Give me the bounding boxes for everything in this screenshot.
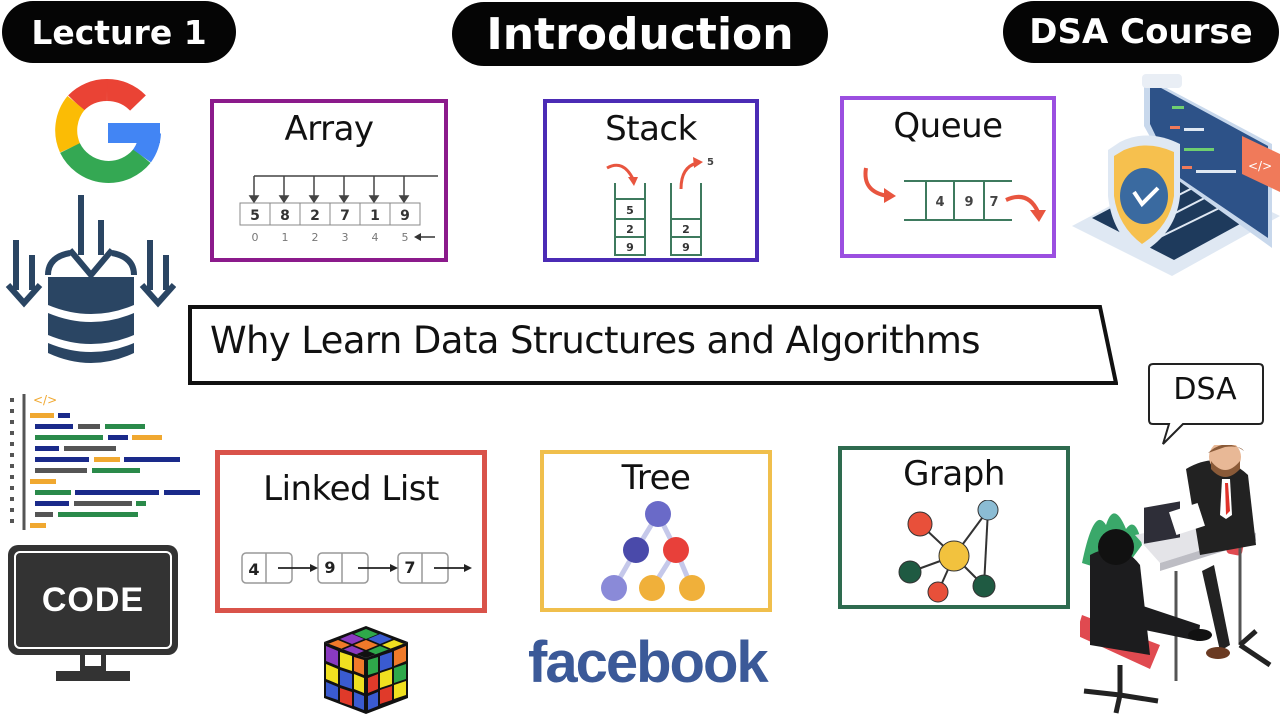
title-badge-label: Introduction bbox=[486, 8, 794, 60]
graph-diagram-icon bbox=[898, 500, 999, 603]
array-index: 2 bbox=[312, 231, 319, 244]
tree-title: Tree bbox=[621, 458, 691, 498]
graph-card: Graph bbox=[838, 446, 1070, 609]
stack-value: 9 bbox=[682, 241, 690, 254]
secure-laptop-icon: </> bbox=[1062, 66, 1280, 292]
code-editor-icon: </> bbox=[8, 390, 203, 530]
array-card: Array 5 8 2 7 1 9 0 1 2 3 4 5 bbox=[210, 99, 448, 262]
array-value: 1 bbox=[370, 208, 380, 224]
linked-list-card: Linked List 4 9 7 bbox=[215, 450, 487, 613]
stack-diagram-icon: 5 5 2 9 2 9 bbox=[606, 157, 714, 256]
interview-scene-icon bbox=[1076, 441, 1280, 715]
array-index: 4 bbox=[372, 231, 379, 244]
stack-card: Stack 5 5 2 9 2 9 bbox=[543, 99, 759, 262]
linked-list-title: Linked List bbox=[263, 469, 439, 509]
lecture-badge: Lecture 1 bbox=[2, 1, 236, 63]
course-badge-label: DSA Course bbox=[1029, 12, 1253, 52]
array-diagram-icon: 5 8 2 7 1 9 0 1 2 3 4 5 bbox=[239, 175, 438, 244]
queue-value: 4 bbox=[935, 195, 944, 210]
course-badge: DSA Course bbox=[1003, 1, 1279, 63]
code-monitor-icon: CODE bbox=[8, 545, 178, 685]
graph-title: Graph bbox=[903, 454, 1005, 494]
array-value: 2 bbox=[310, 208, 320, 224]
svg-text:</>: </> bbox=[1248, 159, 1272, 173]
stack-value: 2 bbox=[682, 223, 690, 236]
array-index: 3 bbox=[342, 231, 349, 244]
svg-text:</>: </> bbox=[33, 393, 57, 407]
title-badge: Introduction bbox=[452, 2, 828, 66]
stack-popped-value: 5 bbox=[707, 157, 714, 168]
queue-title: Queue bbox=[893, 106, 1003, 146]
linked-list-diagram-icon: 4 9 7 bbox=[241, 552, 472, 584]
stack-value: 5 bbox=[626, 204, 634, 217]
linked-list-node-value: 9 bbox=[324, 558, 335, 577]
lecture-badge-label: Lecture 1 bbox=[31, 12, 207, 52]
tree-diagram-icon bbox=[601, 501, 705, 601]
queue-value: 9 bbox=[964, 195, 973, 210]
monitor-label: CODE bbox=[41, 580, 145, 619]
array-title: Array bbox=[284, 109, 374, 149]
dsa-speech-bubble: DSA bbox=[1145, 360, 1265, 448]
linked-list-node-value: 7 bbox=[404, 558, 415, 577]
array-value: 8 bbox=[280, 208, 290, 224]
array-value: 7 bbox=[340, 208, 350, 224]
headline-banner: Why Learn Data Structures and Algorithms bbox=[188, 303, 1118, 387]
database-download-icon bbox=[4, 195, 177, 370]
headline-text: Why Learn Data Structures and Algorithms bbox=[210, 319, 981, 362]
array-value: 9 bbox=[400, 208, 410, 224]
stack-value: 9 bbox=[626, 241, 634, 254]
stack-title: Stack bbox=[605, 109, 697, 149]
array-index: 0 bbox=[252, 231, 259, 244]
stack-value: 2 bbox=[626, 223, 634, 236]
google-logo-icon bbox=[50, 78, 164, 188]
facebook-logo-text: facebook bbox=[528, 630, 769, 695]
queue-diagram-icon: 4 9 7 bbox=[863, 167, 1046, 222]
tree-card: Tree bbox=[540, 450, 772, 612]
array-value: 5 bbox=[250, 208, 260, 224]
queue-value: 7 bbox=[989, 195, 998, 210]
rubiks-cube-icon bbox=[320, 624, 412, 716]
array-index: 5 bbox=[402, 231, 409, 244]
facebook-logo: facebook bbox=[528, 630, 783, 696]
queue-card: Queue 4 9 7 bbox=[840, 96, 1056, 258]
array-index: 1 bbox=[282, 231, 289, 244]
linked-list-node-value: 4 bbox=[248, 560, 259, 579]
speech-bubble-text: DSA bbox=[1173, 372, 1237, 407]
